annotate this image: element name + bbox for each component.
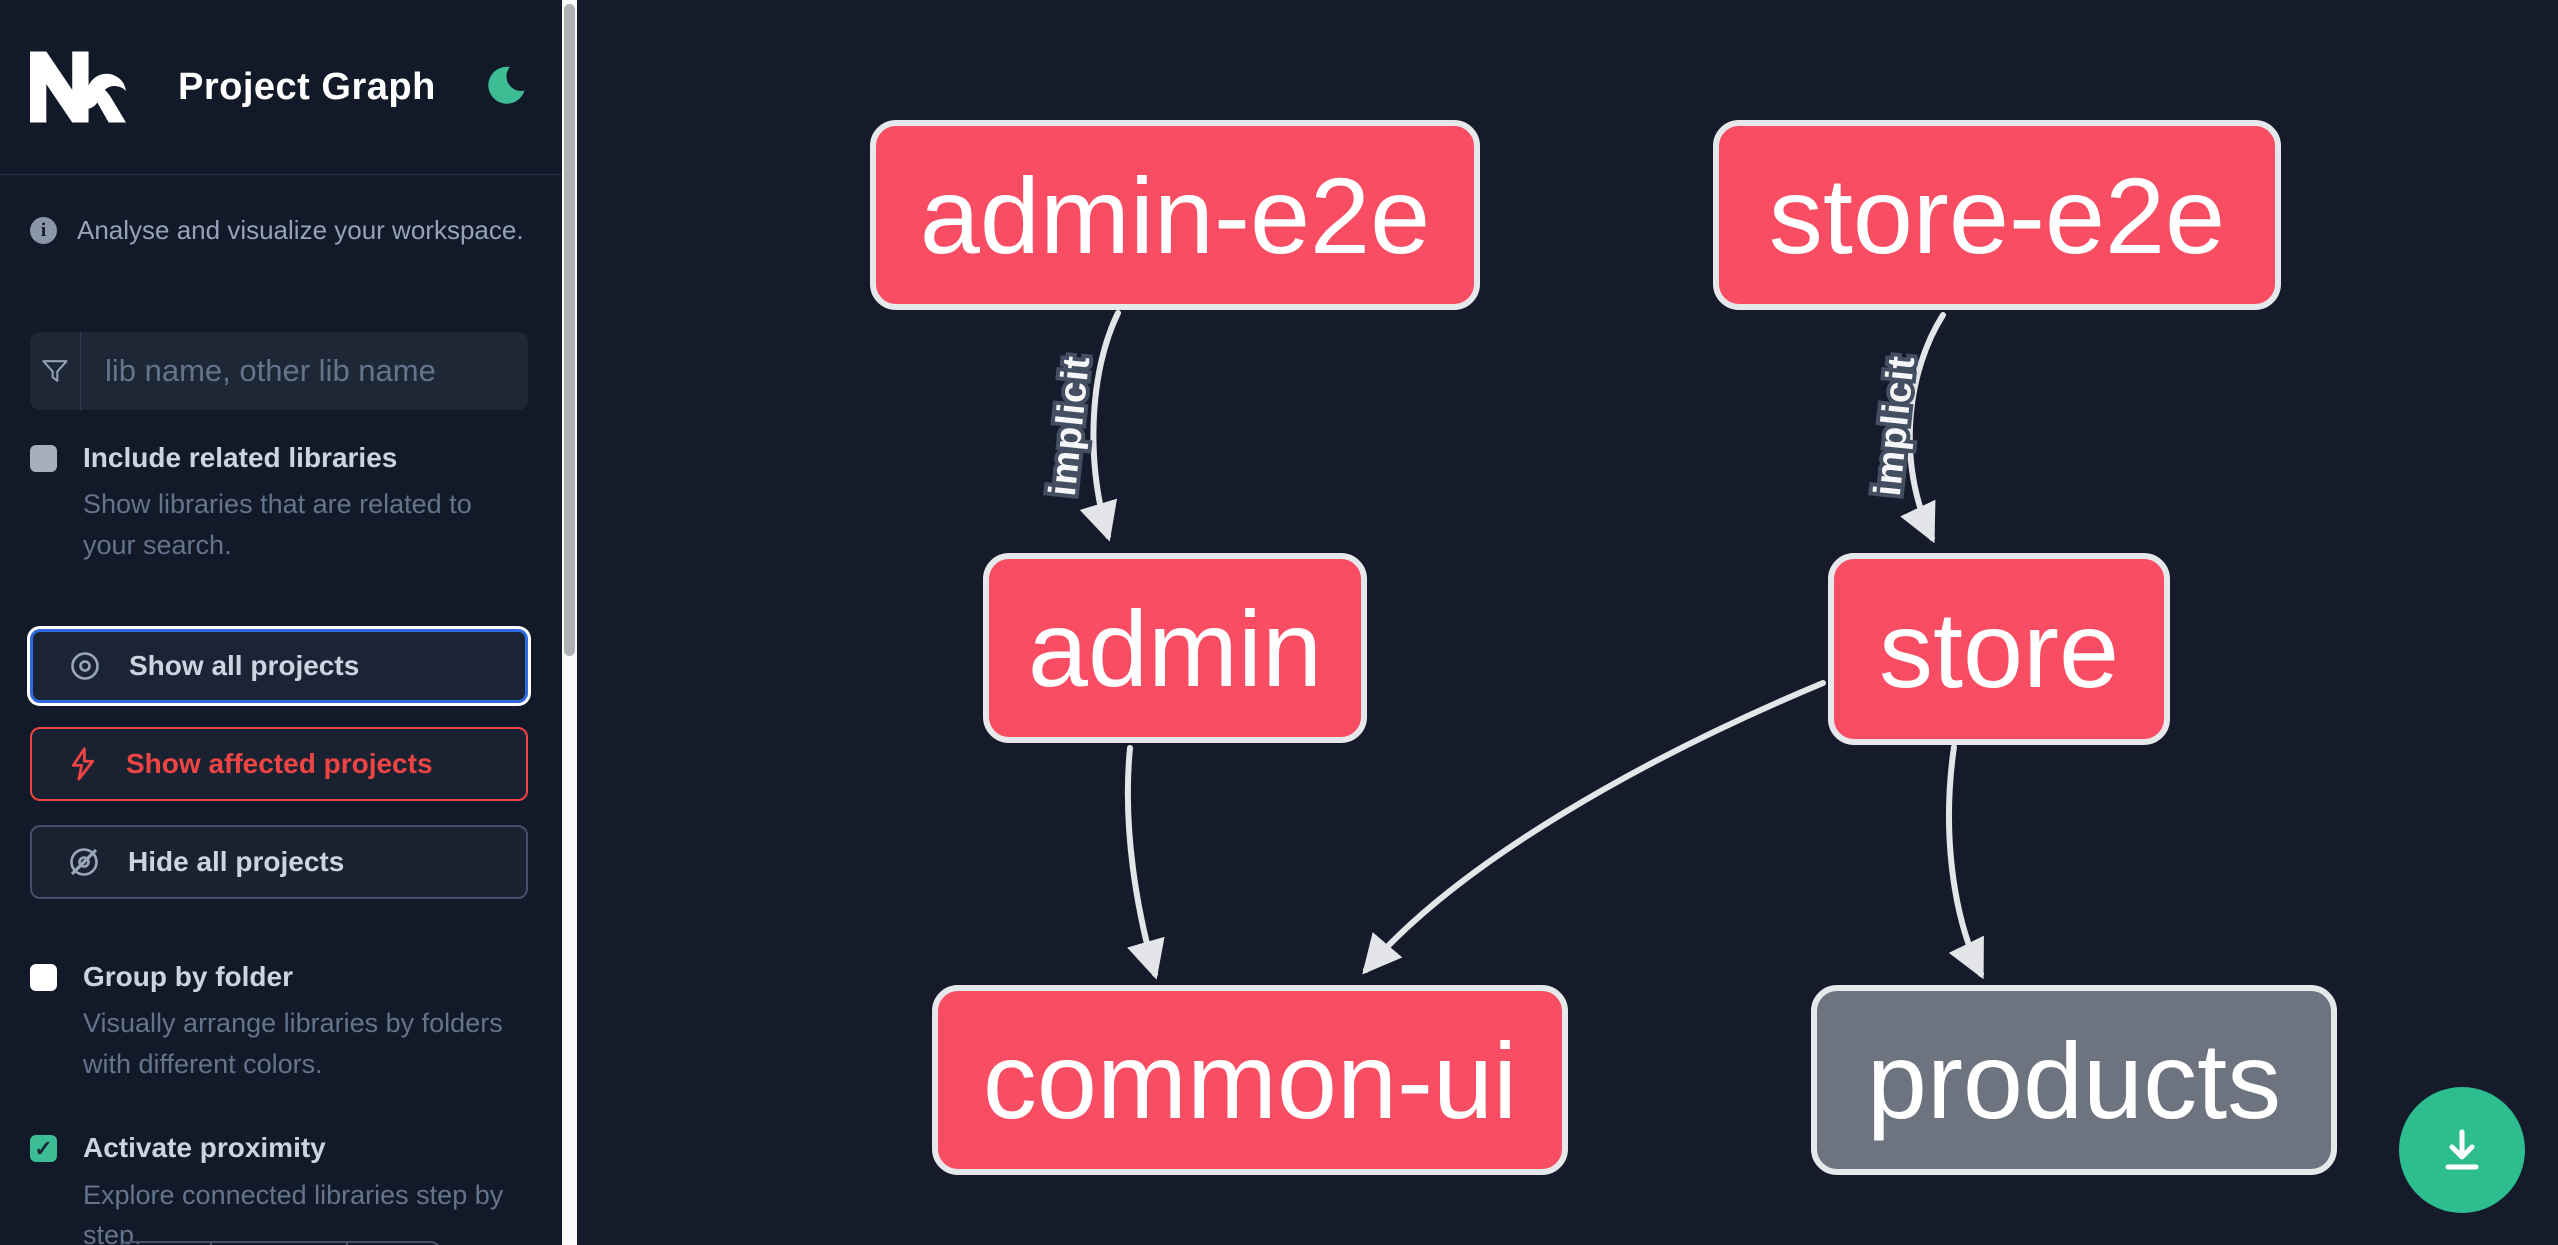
edge-store-to-products [1946,744,1984,980]
edge-label-implicit: implicit [1042,353,1099,498]
stepper-decrement[interactable] [119,1243,212,1245]
search-box [30,332,528,410]
option-label: Group by folder [83,961,293,993]
graph-canvas[interactable]: implicit implicit admin-e2e store-e2e ad… [577,0,2558,1245]
option-group-by-folder[interactable]: Group by folder Visually arrange librari… [30,961,532,1084]
info-icon: i [30,217,57,244]
graph-node-store-e2e[interactable]: store-e2e [1713,120,2281,310]
nx-logo [30,51,126,123]
option-include-related[interactable]: Include related libraries Show libraries… [30,442,532,565]
checkbox-group-by-folder[interactable] [30,964,57,992]
graph-node-admin-e2e[interactable]: admin-e2e [870,120,1480,310]
sidebar-body: i Analyse and visualize your workspace. … [0,215,562,1245]
graph-node-store[interactable]: store [1828,553,2170,745]
filter-icon [30,332,81,410]
hide-all-projects-button[interactable]: Hide all projects [30,825,528,900]
project-action-buttons: Show all projects Show affected projects [30,629,532,900]
eye-icon [67,648,103,684]
sidebar: Project Graph i Analyse and visualize yo… [0,0,562,1245]
edge-store-to-common-ui [1362,680,1826,975]
button-label: Show all projects [129,650,360,682]
checkbox-include-related[interactable] [30,445,57,472]
checkbox-activate-proximity[interactable]: ✓ [30,1135,57,1163]
graph-node-products[interactable]: products [1811,985,2337,1175]
tagline-row: i Analyse and visualize your workspace. [30,215,532,246]
bolt-icon [66,746,100,782]
option-label: Activate proximity [83,1132,326,1164]
graph-node-admin[interactable]: admin [983,553,1367,743]
button-label: Hide all projects [128,846,345,878]
option-label: Include related libraries [83,442,398,473]
page-title: Project Graph [178,65,436,108]
graph-edges: implicit implicit [1038,310,1984,980]
download-graph-button[interactable] [2399,1087,2525,1213]
eye-off-icon [66,844,102,880]
search-input[interactable] [81,332,528,410]
scrollbar-thumb[interactable] [564,4,575,656]
download-icon [2434,1122,2490,1178]
edge-admin-e2e-to-admin [1079,310,1121,542]
button-label: Show affected projects [126,748,433,780]
option-description: Visually arrange libraries by folders wi… [83,1008,503,1079]
option-description: Show libraries that are related to your … [83,489,472,560]
moon-icon [485,64,527,110]
graph-node-common-ui[interactable]: common-ui [932,985,1568,1175]
tagline-text: Analyse and visualize your workspace. [77,215,524,245]
edge-admin-to-common-ui [1124,745,1165,980]
option-description: Explore connected libraries step by step… [83,1179,504,1245]
show-affected-projects-button[interactable]: Show affected projects [30,727,528,802]
show-all-projects-button[interactable]: Show all projects [30,629,528,704]
sidebar-scrollbar[interactable] [562,0,577,1245]
edge-store-e2e-to-store [1900,312,1946,544]
proximity-depth-stepper[interactable] [117,1241,442,1245]
option-activate-proximity[interactable]: ✓ Activate proximity Explore connected l… [30,1132,532,1245]
theme-toggle-button[interactable] [480,61,532,113]
stepper-value [212,1243,348,1245]
sidebar-header: Project Graph [0,0,562,175]
